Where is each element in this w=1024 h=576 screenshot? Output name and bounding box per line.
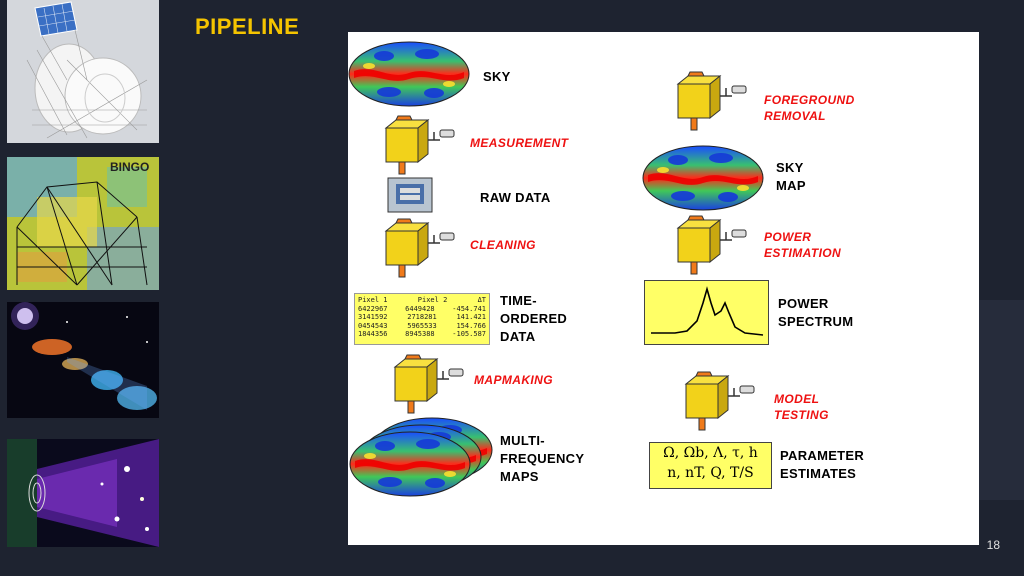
tod-cell: 3141592: [358, 313, 388, 321]
cleaning-label: CLEANING: [470, 238, 536, 252]
parameter-line: n, nT, Q, T/S: [667, 465, 754, 481]
bingo-label: BINGO: [110, 160, 150, 174]
tod-label-line: ORDERED: [500, 311, 568, 326]
model-testing-label-line: MODEL: [774, 392, 820, 406]
tod-cell: 6449428: [405, 304, 435, 313]
parameter-line: Ω, Ωb, Λ, τ, h: [663, 445, 758, 461]
tod-label-line: TIME-: [500, 293, 537, 308]
tod-cell: 141.421: [456, 313, 486, 321]
sky-label: SKY: [483, 69, 511, 84]
pipeline-diagram: SKY MEASUREMENT RAW DATA CLEANING Pixel …: [348, 32, 979, 545]
tod-header: ΔT: [477, 296, 486, 304]
time-ordered-data-table: Pixel 1 Pixel 2 ΔT 6422967 6449428 -454.…: [354, 293, 490, 345]
power-estimation-label-line: POWER: [764, 230, 812, 244]
tod-cell: 0454543: [358, 321, 388, 330]
sky-map-cmb: [642, 145, 764, 211]
measurement-label: MEASUREMENT: [470, 136, 569, 150]
sky-map-label-line: MAP: [776, 178, 806, 193]
tod-cell: -105.587: [452, 330, 486, 338]
maps-label-line: FREQUENCY: [500, 451, 585, 466]
measurement-machine-icon: [385, 115, 455, 175]
tod-label-line: DATA: [500, 329, 536, 344]
mapmaking-label: MAPMAKING: [474, 373, 553, 387]
parameter-estimates-label-line: ESTIMATES: [780, 466, 857, 481]
slide-title: PIPELINE: [195, 14, 300, 39]
sky-cmb-map: [348, 41, 470, 107]
tod-cell: 8945388: [405, 330, 435, 338]
bingo-thumbnail: BINGO: [7, 157, 159, 290]
tod-cell: -454.741: [452, 304, 486, 313]
power-spectrum-label: POWER SPECTRUM: [778, 295, 853, 331]
raw-data-label: RAW DATA: [480, 190, 551, 205]
tod-cell: 2718281: [407, 313, 437, 321]
model-testing-machine-icon: [685, 371, 755, 431]
pipeline-graphics: [348, 41, 764, 497]
tod-cell: 6422967: [358, 304, 388, 313]
sky-map-label: SKY MAP: [776, 159, 806, 195]
time-ordered-data-label: TIME- ORDERED DATA: [500, 292, 567, 346]
foreground-label-line: FOREGROUND: [764, 93, 855, 107]
tod-cell: 5965533: [407, 321, 437, 330]
tod-header: Pixel 2: [417, 296, 448, 304]
raw-data-disk-icon: [387, 177, 433, 213]
maps-label-line: MULTI-: [500, 433, 545, 448]
power-spectrum-plot: [644, 280, 769, 345]
power-estimation-label-line: ESTIMATION: [764, 246, 842, 260]
power-estimation-label: POWER ESTIMATION: [764, 229, 841, 261]
foreground-machine-icon: [677, 71, 747, 131]
parameter-symbols-box: Ω, Ωb, Λ, τ, h n, nT, Q, T/S: [649, 442, 772, 489]
cosmology-thumbnail: [7, 302, 159, 418]
power-spectrum-label-line: POWER: [778, 296, 829, 311]
tod-cell: 154.766: [456, 321, 486, 330]
foreground-removal-label: FOREGROUND REMOVAL: [764, 92, 855, 124]
foreground-label-line: REMOVAL: [764, 109, 826, 123]
mapmaking-machine-icon: [394, 354, 464, 414]
model-testing-label: MODEL TESTING: [774, 391, 829, 423]
sky-map-label-line: SKY: [776, 160, 804, 175]
model-testing-label-line: TESTING: [774, 408, 829, 422]
telescope-thumbnail: [7, 0, 159, 143]
maps-label-line: MAPS: [500, 469, 539, 484]
page-number: 18: [986, 538, 1000, 552]
cleaning-machine-icon: [385, 218, 455, 278]
tod-cell: 1844356: [358, 330, 388, 338]
power-spectrum-label-line: SPECTRUM: [778, 314, 854, 329]
multi-frequency-maps-stack: [349, 417, 493, 497]
multi-frequency-maps-label: MULTI- FREQUENCY MAPS: [500, 432, 584, 486]
parameter-estimates-label: PARAMETER ESTIMATES: [780, 447, 864, 483]
cosmic-web-thumbnail: [7, 439, 159, 547]
tod-header: Pixel 1: [358, 296, 388, 304]
power-estimation-machine-icon: [677, 215, 747, 275]
parameter-estimates-label-line: PARAMETER: [780, 448, 865, 463]
